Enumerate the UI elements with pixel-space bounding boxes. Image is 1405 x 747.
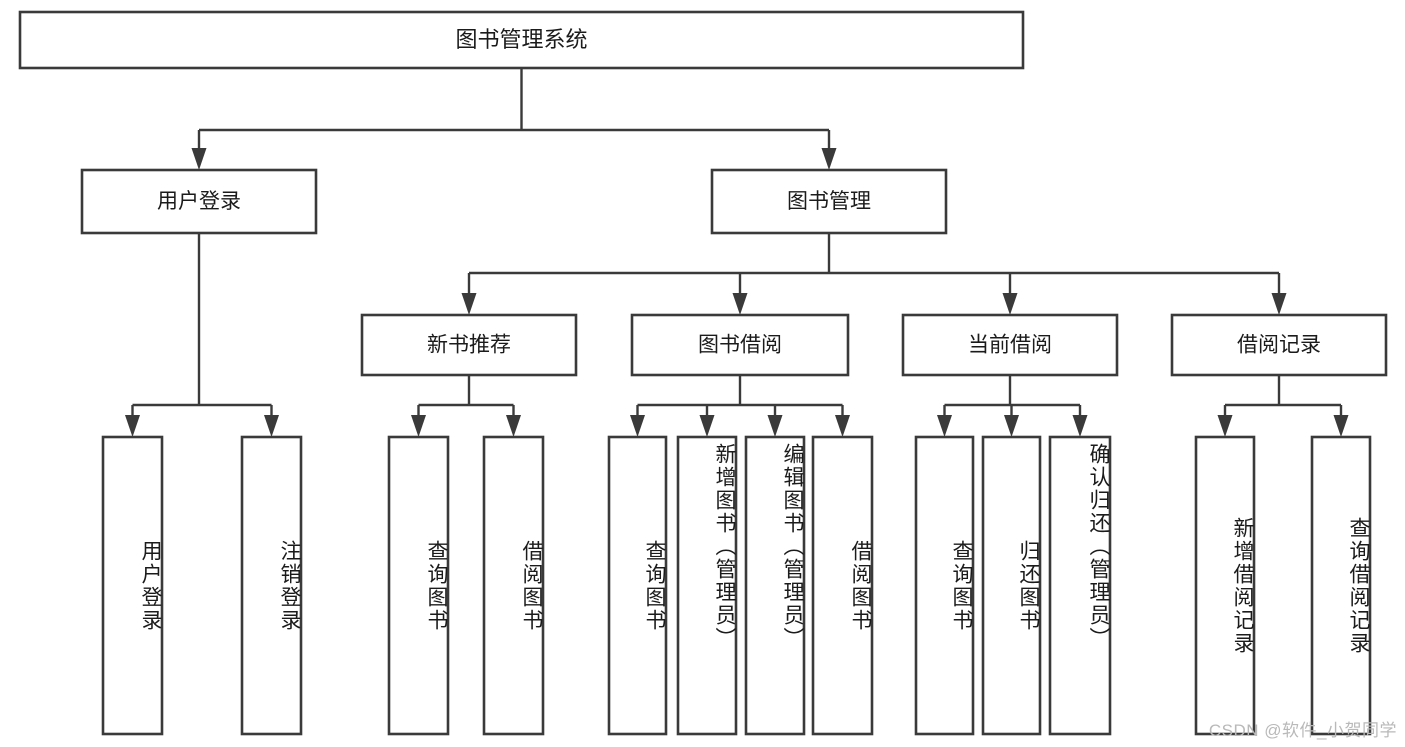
node-label-book-manage: 图书管理	[787, 190, 871, 213]
arrow-head-icon	[630, 415, 645, 437]
node-box-leaf-logout[interactable]	[240, 435, 303, 736]
node-box-leaf-query-record[interactable]	[1310, 435, 1372, 736]
arrow-head-icon	[1002, 293, 1018, 315]
node-box-leaf-query-book-3[interactable]	[914, 435, 975, 736]
node-box-user-login[interactable]	[80, 168, 318, 235]
node-box-borrow-record[interactable]	[1170, 313, 1388, 377]
node-box-leaf-edit-book[interactable]	[744, 435, 806, 736]
arrow-head-icon	[937, 415, 952, 437]
connector-layer	[125, 68, 1349, 437]
arrow-head-icon	[732, 293, 748, 315]
node-box-leaf-borrow-book-2[interactable]	[811, 435, 874, 736]
node-box-book-borrow[interactable]	[630, 313, 850, 377]
node-label-book-borrow: 图书借阅	[698, 334, 782, 357]
watermark-text: CSDN @软件_小贺同学	[1208, 721, 1397, 740]
node-box-layer	[18, 10, 1388, 736]
arrow-head-icon	[1333, 415, 1349, 437]
node-box-leaf-add-book[interactable]	[676, 435, 738, 736]
arrow-head-icon	[1271, 293, 1287, 315]
arrow-head-icon	[264, 415, 279, 437]
node-box-leaf-user-login[interactable]	[101, 435, 164, 736]
node-box-leaf-borrow-book-1[interactable]	[482, 435, 545, 736]
node-box-leaf-query-book-2[interactable]	[607, 435, 668, 736]
arrow-head-icon	[506, 415, 521, 437]
arrow-head-icon	[461, 293, 477, 315]
node-box-new-book-recommend[interactable]	[360, 313, 578, 377]
node-label-new-book-recommend: 新书推荐	[427, 334, 511, 357]
arrow-head-icon	[1072, 415, 1088, 437]
node-box-leaf-query-book-1[interactable]	[387, 435, 450, 736]
node-box-root[interactable]	[18, 10, 1025, 70]
arrow-head-icon	[699, 415, 715, 437]
arrow-head-icon	[125, 415, 140, 437]
node-box-book-manage[interactable]	[710, 168, 948, 235]
node-box-leaf-add-record[interactable]	[1194, 435, 1256, 736]
node-box-current-borrow[interactable]	[901, 313, 1119, 377]
arrow-head-icon	[411, 415, 426, 437]
arrow-head-icon	[191, 148, 207, 170]
node-label-borrow-record: 借阅记录	[1237, 334, 1321, 357]
node-label-current-borrow: 当前借阅	[968, 334, 1052, 357]
node-box-leaf-confirm-return[interactable]	[1048, 435, 1112, 736]
arrow-head-icon	[835, 415, 850, 437]
arrow-head-icon	[821, 148, 837, 170]
arrow-head-icon	[1217, 415, 1233, 437]
arrow-head-icon	[767, 415, 783, 437]
node-label-user-login: 用户登录	[157, 190, 241, 213]
node-label-root: 图书管理系统	[455, 27, 587, 52]
node-box-leaf-return-book[interactable]	[981, 435, 1042, 736]
arrow-head-icon	[1004, 415, 1019, 437]
